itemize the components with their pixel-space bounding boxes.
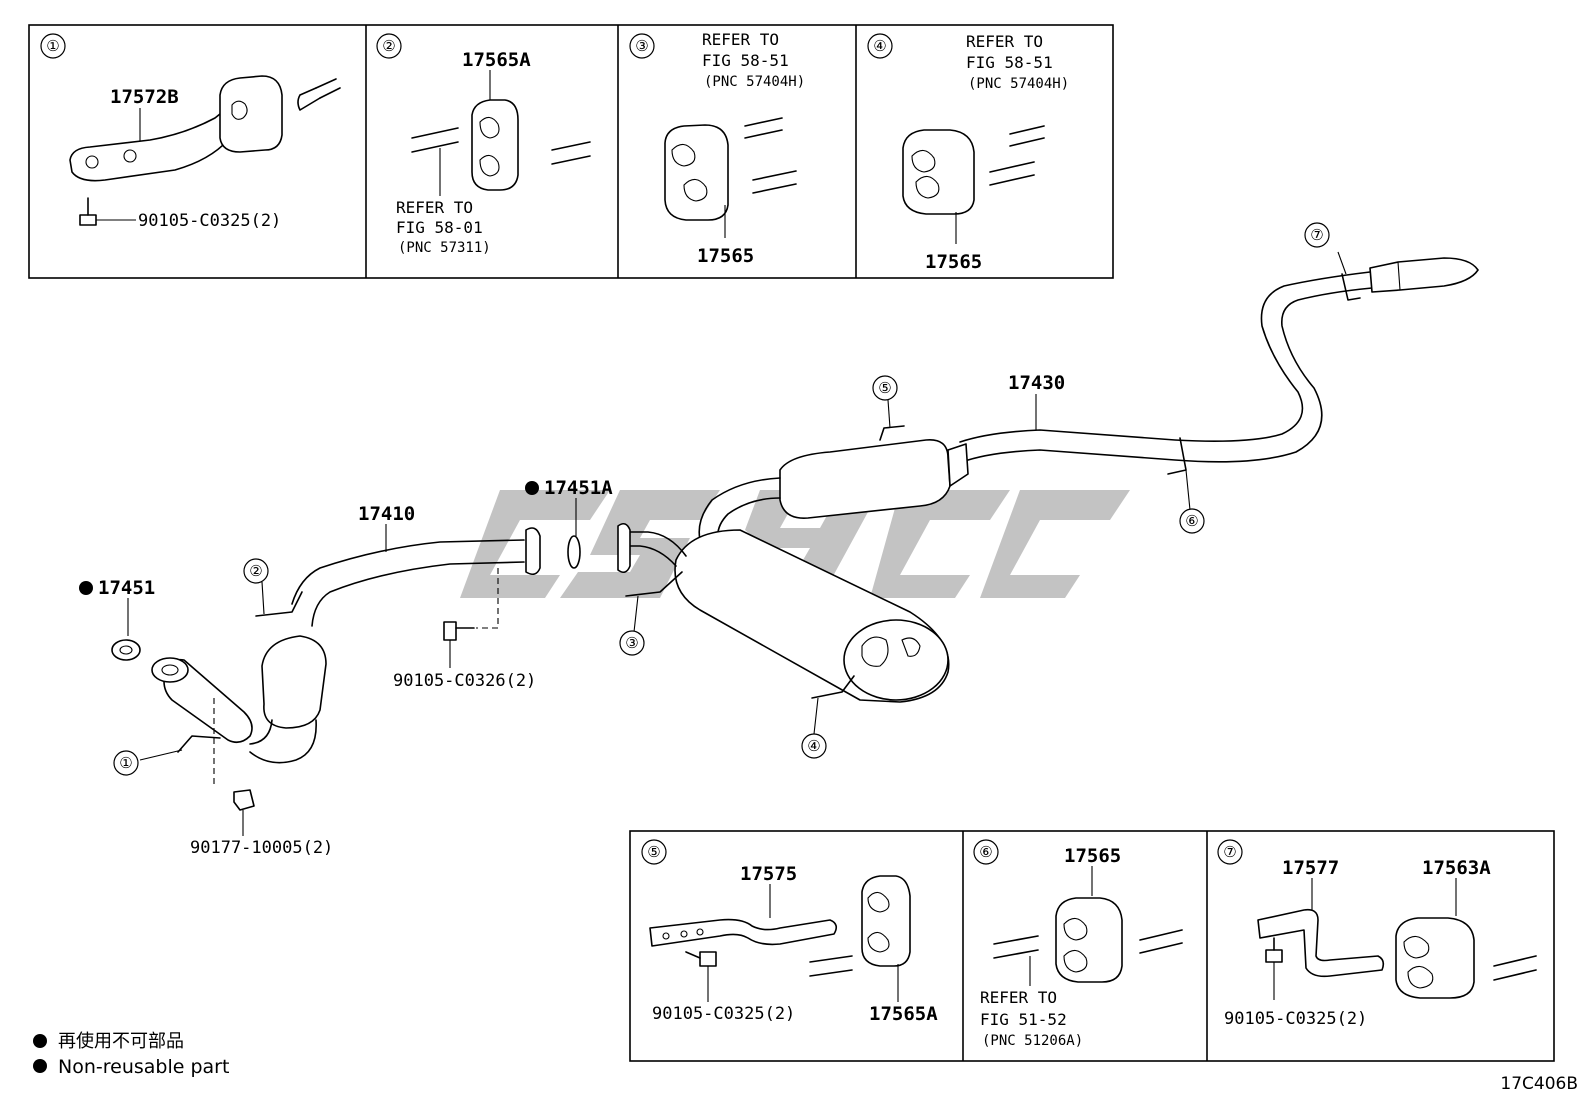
non-reusable-mark bbox=[33, 1059, 47, 1073]
svg-text:⑦: ⑦ bbox=[1223, 843, 1236, 861]
insulator-icon bbox=[1395, 917, 1475, 999]
part-17563A: 17563A bbox=[1422, 857, 1491, 879]
bracket-17577 bbox=[1257, 908, 1385, 978]
svg-text:17565: 17565 bbox=[697, 245, 754, 267]
svg-text:FIG 58-51: FIG 58-51 bbox=[966, 53, 1053, 72]
svg-text:②: ② bbox=[382, 37, 395, 55]
svg-text:REFER TO: REFER TO bbox=[980, 988, 1057, 1007]
bottom-panel-frame bbox=[629, 830, 1555, 1062]
insulator-icon bbox=[664, 124, 729, 221]
part-17451: 17451 bbox=[98, 577, 155, 599]
panel-7: ⑦ 17577 17563A 90105-C0325(2) bbox=[1217, 839, 1537, 1029]
svg-text:FIG 51-52: FIG 51-52 bbox=[980, 1010, 1067, 1029]
svg-text:(PNC 51206A): (PNC 51206A) bbox=[982, 1033, 1083, 1049]
bottom-panel-group bbox=[629, 830, 1555, 1062]
part-17410: 17410 bbox=[358, 503, 415, 525]
catalytic-converter bbox=[261, 635, 327, 729]
svg-text:REFER TO: REFER TO bbox=[966, 32, 1043, 51]
tail-pipe-17430 bbox=[959, 271, 1371, 443]
rear-flange bbox=[617, 522, 631, 574]
legend-jp: 再使用不可部品 bbox=[58, 1031, 184, 1052]
svg-text:(PNC 57311): (PNC 57311) bbox=[398, 240, 491, 256]
svg-text:REFER TO: REFER TO bbox=[396, 198, 473, 217]
panel-6: ⑥ 17565 REFER TO FIG 51-52 (PNC 51206A) bbox=[973, 839, 1183, 1049]
bolt-icon bbox=[1265, 949, 1283, 963]
svg-text:⑥: ⑥ bbox=[1185, 512, 1198, 530]
bolt-90105-C0325: 90105-C0325(2) bbox=[1224, 1009, 1367, 1029]
bolt-90105-C0326: 90105-C0326(2) bbox=[393, 671, 536, 691]
main-assembly: ⑦ 17430 ⑥ ⑤ ④ ③ bbox=[79, 222, 1479, 858]
non-reusable-mark bbox=[525, 481, 539, 495]
insulator-icon bbox=[471, 99, 519, 191]
svg-text:⑤: ⑤ bbox=[878, 379, 891, 397]
svg-text:④: ④ bbox=[873, 37, 886, 55]
part-17565: 17565 bbox=[1064, 845, 1121, 867]
nut-icon bbox=[233, 789, 255, 811]
part-17577: 17577 bbox=[1282, 857, 1339, 879]
panel-5: ⑤ 17575 90105-C0325(2) 17565A bbox=[641, 839, 938, 1025]
non-reusable-mark bbox=[79, 581, 93, 595]
part-17565A: 17565A bbox=[869, 1003, 938, 1025]
part-17451A: 17451A bbox=[544, 477, 613, 499]
svg-text:③: ③ bbox=[635, 37, 648, 55]
panel-3: ③ REFER TO FIG 58-51 (PNC 57404H) 17565 bbox=[629, 30, 805, 267]
legend: 再使用不可部品 Non-reusable part bbox=[33, 1031, 229, 1078]
insulator-icon bbox=[861, 875, 911, 967]
bolt-90105-C0325: 90105-C0325(2) bbox=[652, 1004, 795, 1024]
insulator-icon bbox=[1055, 897, 1123, 983]
legend-en: Non-reusable part bbox=[58, 1056, 229, 1078]
part-17565A: 17565A bbox=[462, 49, 531, 71]
panel-1: ① 17572B 90105-C0325(2) bbox=[40, 33, 341, 231]
svg-text:⑥: ⑥ bbox=[979, 843, 992, 861]
panel-4: ④ REFER TO FIG 58-51 (PNC 57404H) 17565 bbox=[867, 32, 1069, 273]
non-reusable-mark bbox=[33, 1034, 47, 1048]
insulator-icon bbox=[902, 129, 975, 215]
svg-text:⑤: ⑤ bbox=[647, 843, 660, 861]
svg-text:17565: 17565 bbox=[925, 251, 982, 273]
watermark-logo bbox=[460, 490, 1130, 600]
front-pipe-17410 bbox=[291, 539, 525, 605]
bracket-17575 bbox=[649, 918, 838, 947]
top-panel-group bbox=[28, 24, 1114, 279]
gasket-17451 bbox=[111, 639, 141, 661]
svg-text:(PNC 57404H): (PNC 57404H) bbox=[968, 76, 1069, 92]
top-panel-frame bbox=[28, 24, 1114, 279]
bolt-icon bbox=[699, 951, 717, 967]
svg-text:⑦: ⑦ bbox=[1310, 226, 1323, 244]
svg-text:REFER TO: REFER TO bbox=[702, 30, 779, 49]
svg-text:①: ① bbox=[119, 754, 132, 772]
part-17572B: 17572B bbox=[110, 86, 179, 108]
callout-1: ① bbox=[46, 37, 59, 55]
bracket-17572B bbox=[69, 103, 246, 182]
figure-id: 17C406B bbox=[1500, 1074, 1578, 1094]
svg-text:FIG 58-01: FIG 58-01 bbox=[396, 218, 483, 237]
svg-text:③: ③ bbox=[625, 634, 638, 652]
insulator-icon bbox=[219, 75, 283, 153]
bolt-icon bbox=[443, 621, 457, 641]
svg-text:(PNC 57404H): (PNC 57404H) bbox=[704, 74, 805, 90]
panel-2: ② 17565A REFER TO FIG 58-01 (PNC 57311) bbox=[376, 33, 591, 256]
nut-90177: 90177-10005(2) bbox=[190, 838, 333, 858]
svg-text:④: ④ bbox=[807, 737, 820, 755]
part-17575: 17575 bbox=[740, 863, 797, 885]
front-flange bbox=[525, 527, 541, 576]
bolt-icon bbox=[79, 214, 97, 226]
gasket-17451A bbox=[567, 535, 581, 569]
svg-text:②: ② bbox=[249, 562, 262, 580]
svg-text:FIG 58-51: FIG 58-51 bbox=[702, 51, 789, 70]
bolt-90105-C0325: 90105-C0325(2) bbox=[138, 211, 281, 231]
tail-tip bbox=[1369, 257, 1479, 293]
part-17430: 17430 bbox=[1008, 372, 1065, 394]
